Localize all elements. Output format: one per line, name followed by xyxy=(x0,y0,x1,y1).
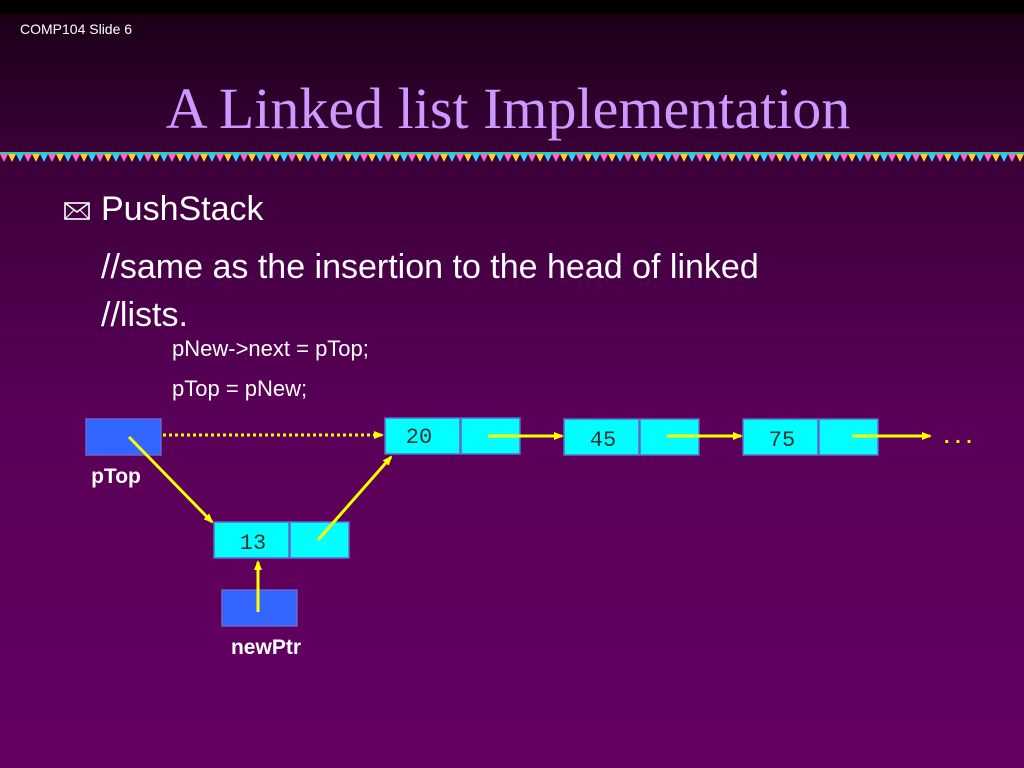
code-line-2: pTop = pNew; xyxy=(172,376,308,401)
ptop-box xyxy=(85,418,162,456)
bullet-pushstack: PushStack xyxy=(101,190,264,228)
slide-label: COMP104 Slide 6 xyxy=(20,21,133,37)
node-75: 75 xyxy=(742,418,879,456)
node-75-value: 75 xyxy=(769,428,795,453)
code-line-1: pNew->next = pTop; xyxy=(172,336,369,361)
node-13-value: 13 xyxy=(240,531,266,556)
node-45-value: 45 xyxy=(590,428,616,453)
envelope-icon xyxy=(64,202,90,220)
ptop-label: pTop xyxy=(91,465,141,488)
node-45: 45 xyxy=(563,418,700,456)
ptop-to-node13-arrow xyxy=(127,435,214,524)
node13-to-node20-arrow xyxy=(316,455,393,541)
comment-line-2: //lists. xyxy=(101,296,188,334)
node-20-value: 20 xyxy=(406,425,432,450)
comment-line-1: //same as the insertion to the head of l… xyxy=(101,248,759,286)
newptr-label: newPtr xyxy=(231,636,301,659)
slide-title: A Linked list Implementation xyxy=(165,76,851,141)
ellipsis: . . . xyxy=(944,426,972,448)
decorative-divider xyxy=(0,152,1024,164)
